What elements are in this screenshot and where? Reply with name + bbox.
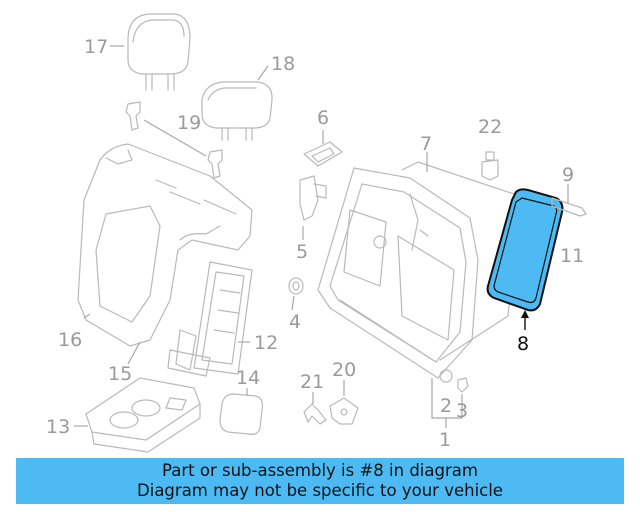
- leader-lines: [74, 45, 428, 427]
- callout-19: 19: [177, 112, 201, 134]
- part-14-trim: [219, 393, 263, 435]
- part-16-backrest-cover: [77, 143, 253, 347]
- part-18-headrest: [201, 81, 273, 141]
- callout-14: 14: [236, 367, 260, 389]
- callout-5: 5: [296, 241, 308, 263]
- part-9-clip: [551, 184, 587, 217]
- info-banner: Part or sub-assembly is #8 in diagram Di…: [16, 458, 624, 504]
- part-12-armrest-frame: [167, 261, 253, 377]
- callout-4: 4: [289, 311, 301, 333]
- callout-16: 16: [58, 329, 82, 351]
- callout-3: 3: [456, 400, 468, 422]
- banner-line-2: Diagram may not be specific to your vehi…: [137, 481, 503, 500]
- part-1-bracket-lead: [431, 378, 463, 428]
- part-19-headrest-guides: [125, 101, 223, 179]
- part-4-bushing: [288, 277, 304, 295]
- callout-7: 7: [420, 133, 432, 155]
- part-3-nut: [457, 377, 469, 393]
- part-15-lead: [127, 341, 141, 365]
- callout-18: 18: [271, 53, 295, 75]
- seat-back-frame: [317, 167, 479, 379]
- banner-line-1: Part or sub-assembly is #8 in diagram: [162, 461, 478, 480]
- part-6-bracket: [303, 130, 343, 167]
- part-8-highlighted: [486, 188, 564, 330]
- part-20-bracket: [329, 380, 359, 425]
- callout-21: 21: [300, 371, 324, 393]
- part-5-latch: [299, 175, 327, 240]
- part-13-armrest: [85, 377, 201, 453]
- callout-15: 15: [108, 363, 132, 385]
- callout-1: 1: [439, 429, 451, 451]
- callout-11: 11: [560, 245, 584, 267]
- callout-13: 13: [46, 416, 70, 438]
- callout-17: 17: [84, 36, 108, 58]
- part-22-clip: [481, 151, 499, 181]
- part-17-headrest: [127, 13, 191, 91]
- callout-22: 22: [478, 116, 502, 138]
- part-2-bolt: [439, 369, 453, 383]
- callout-12: 12: [254, 332, 278, 354]
- part-8-shape: [486, 188, 564, 312]
- callout-2: 2: [440, 395, 452, 417]
- callout-8: 8: [517, 333, 529, 355]
- callout-9: 9: [562, 164, 574, 186]
- callout-20: 20: [332, 359, 356, 381]
- part-21-clip: [303, 392, 327, 425]
- callout-6: 6: [317, 107, 329, 129]
